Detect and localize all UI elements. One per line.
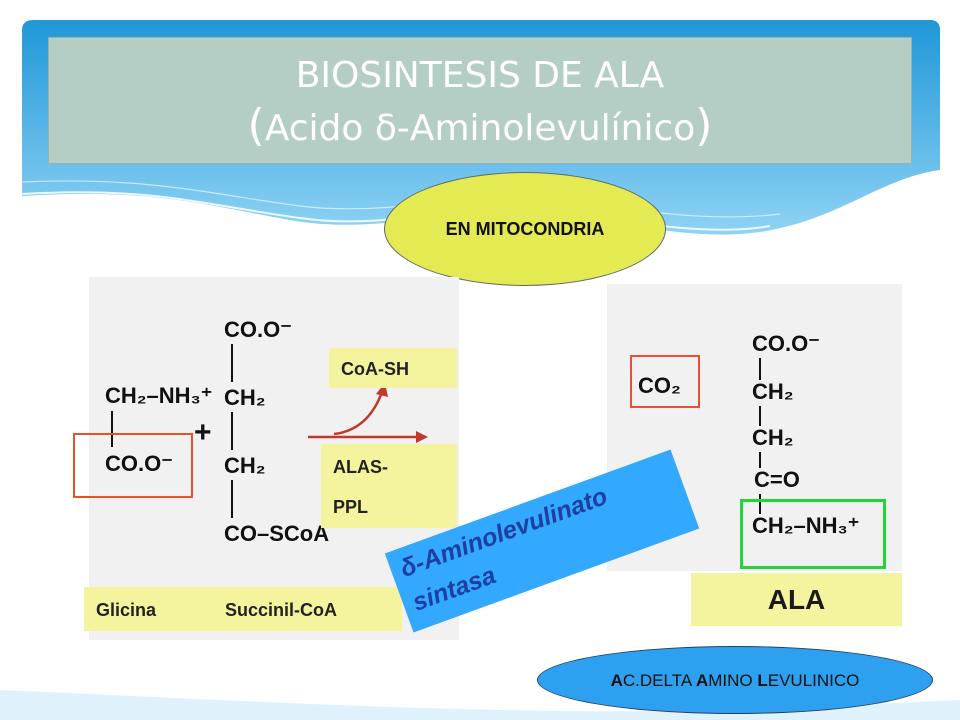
succinyl-carboxyl: CO.O⁻ xyxy=(224,317,292,342)
cofactor-line-2: PPL xyxy=(333,497,369,517)
ala-ch2-a: CH₂ xyxy=(752,379,794,404)
title-subtitle: Acido δ-Aminolevulínico xyxy=(264,108,696,149)
succinyl-thioester: CO–SCoA xyxy=(224,521,330,546)
ala-amine: CH₂–NH₃⁺ xyxy=(752,513,860,538)
ala-bond-3 xyxy=(759,452,761,468)
ala-carbonyl: C=O xyxy=(754,467,800,492)
full-name-initial-a2: A xyxy=(695,671,709,690)
location-badge: EN MITOCONDRIA xyxy=(384,172,666,286)
substrate-succinyl-name: Succinil-CoA xyxy=(225,600,338,620)
coa-release-label: CoA-SH xyxy=(329,348,457,388)
succinyl-bond-3 xyxy=(231,480,233,518)
full-name-part-evulinico: EVULINICO xyxy=(767,671,860,690)
ala-bond-4 xyxy=(759,494,761,514)
plus-sign: + xyxy=(194,416,212,449)
ala-carboxyl: CO.O⁻ xyxy=(752,331,820,356)
glycine-carboxyl: CO.O⁻ xyxy=(105,451,173,476)
full-name-part-mino: MINO xyxy=(708,671,758,690)
ala-bond-1 xyxy=(759,358,761,380)
title-line-1: BIOSINTESIS DE ALA xyxy=(295,55,665,96)
glycine-bond xyxy=(111,411,113,447)
title-box: BIOSINTESIS DE ALA (Acido δ-Aminolevulín… xyxy=(48,37,912,164)
succinyl-ch2-a: CH₂ xyxy=(224,385,266,410)
cofactor-label: ALAS- PPL xyxy=(321,444,457,528)
full-name-initial-a1: A xyxy=(610,671,623,690)
substrate-glycine-name: Glicina xyxy=(96,600,157,620)
location-badge-text: EN MITOCONDRIA xyxy=(445,219,605,239)
full-name-badge: AC.DELTA AMINO LEVULINICO xyxy=(537,646,933,714)
ala-ch2-b: CH₂ xyxy=(752,425,794,450)
coa-release-text: CoA-SH xyxy=(341,359,409,379)
title-paren-close: ) xyxy=(695,100,713,151)
product-label-text: ALA xyxy=(767,584,826,615)
carboxyl-highlight-box xyxy=(73,433,193,498)
succinyl-ch2-b: CH₂ xyxy=(224,453,266,478)
title-line-2: (Acido δ-Aminolevulínico) xyxy=(49,104,911,151)
product-label: ALA xyxy=(691,573,902,626)
cofactor-line-1: ALAS- xyxy=(333,457,388,477)
full-name-initial-l: L xyxy=(757,671,768,690)
title-paren-open: ( xyxy=(247,100,265,151)
substrate-names-label: Glicina Succinil-CoA xyxy=(84,587,402,631)
full-name-text: AC.DELTA AMINO LEVULINICO xyxy=(538,670,932,692)
co2-formula: CO₂ xyxy=(638,373,681,398)
succinyl-bond-2 xyxy=(231,412,233,450)
amine-highlight-box xyxy=(740,499,886,569)
co2-highlight-box xyxy=(630,355,700,408)
ala-bond-2 xyxy=(759,406,761,426)
glycine-amine: CH₂–NH₃⁺ xyxy=(105,383,213,408)
full-name-part-ac-delta: C.DELTA xyxy=(622,671,696,690)
succinyl-bond-1 xyxy=(231,344,233,382)
